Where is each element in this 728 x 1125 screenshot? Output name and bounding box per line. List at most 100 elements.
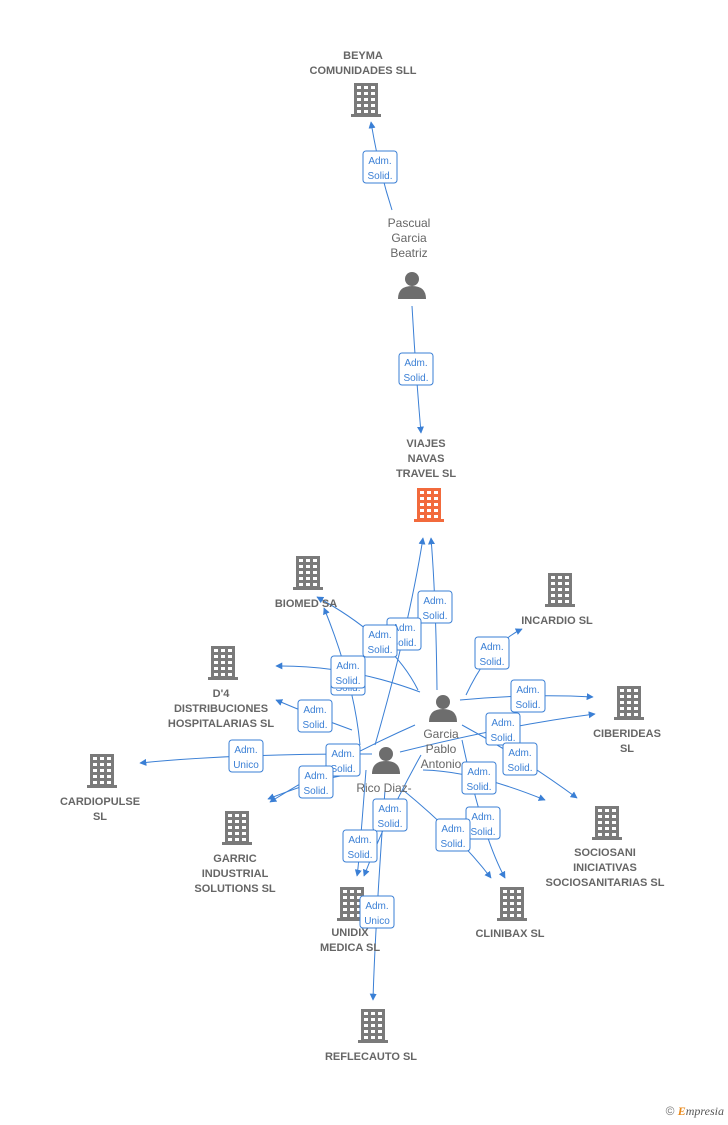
node-label-ciberideas: CIBERIDEAS [593,728,661,740]
node-label-garric: INDUSTRIAL [202,868,269,880]
relation-label-rico-unidix[interactable]: Adm.Solid. [342,829,378,863]
relation-label-box [435,818,471,852]
building-icon [592,806,622,840]
relation-label-text: Solid. [330,764,355,775]
building-icon [414,488,444,522]
node-label-cardiopulse: CARDIOPULSE [60,796,140,808]
relation-label-box [325,743,361,777]
node-label-biomed: BIOMED SA [275,598,337,610]
node-beyma[interactable]: BEYMA COMUNIDADES SLL [310,50,417,117]
node-label-pascual: Pascual [388,216,431,230]
node-ciberideas[interactable]: CIBERIDEAS SL [593,686,661,755]
relation-label-text: Solid. [479,657,504,668]
relation-label-text: Unico [233,760,259,771]
relation-label-garciapablo-sociosani[interactable]: Adm.Solid. [502,742,538,776]
building-icon [614,686,644,720]
node-reflecauto[interactable]: REFLECAUTO SL [325,1009,417,1063]
footer-brand[interactable]: © Empresia [666,1104,724,1119]
relation-label-rico-sociosani[interactable]: Adm.Solid. [461,761,497,795]
relation-label-pascual-viajes[interactable]: Adm. Solid. [398,352,434,386]
node-label-beyma: COMUNIDADES SLL [310,65,417,77]
relation-label-pascual-beyma[interactable]: Adm.Solid. [362,150,398,184]
relation-label-garciapablo-ciberideas[interactable]: Adm.Solid. [510,679,546,713]
node-label-ciberideas: SL [620,743,634,755]
relation-label-text: Adm. [404,358,427,369]
relation-label-garciapablo-garric[interactable]: Adm.Solid. [325,743,361,777]
node-label-garciapablo: Pablo [426,742,457,756]
node-label-viajes: NAVAS [408,453,445,465]
relation-label-text: Solid. [470,827,495,838]
person-icon [429,695,457,722]
relation-label-text: Solid. [515,700,540,711]
relation-label-text: Solid. [403,373,428,384]
relation-label-text: Adm. [392,623,415,634]
relation-label-box [297,699,333,733]
building-icon [358,1009,388,1043]
relation-label-rico-d4[interactable]: Adm.Solid. [297,699,333,733]
node-label-sociosani: SOCIOSANITARIAS SL [546,877,665,889]
relation-label-text: Solid. [440,839,465,850]
node-cardiopulse[interactable]: CARDIOPULSE SL [60,754,140,823]
relation-label-text: Adm. [423,596,446,607]
relation-label-box [330,655,366,689]
node-incardio[interactable]: INCARDIO SL [521,573,593,627]
relation-label-garciapablo-biomed[interactable]: Adm.Solid. [362,624,398,658]
node-label-garciapablo: Antonio [421,757,462,771]
relation-label-box [228,739,264,773]
relation-label-rico-ciberideas[interactable]: Adm.Solid. [485,712,521,746]
node-rico[interactable]: Rico Diaz-R [356,747,412,825]
relation-label-box [417,590,453,624]
relation-label-rico-reflecauto[interactable]: Adm.Unico [359,895,395,929]
node-label-rico: Rico Diaz- [356,781,411,795]
relation-label-text: Adm. [491,718,514,729]
node-label-garciapablo: Garcia [423,727,459,741]
relation-label-text: Adm. [365,901,388,912]
person-icon [398,272,426,299]
node-label-garric: SOLUTIONS SL [194,883,276,895]
relation-label-text: Adm. [348,835,371,846]
relation-label-text: Adm. [508,748,531,759]
relation-label-garciapablo-d4[interactable]: Adm.Solid. [330,655,366,689]
relation-label-text: Solid. [466,782,491,793]
relation-label-text: Solid. [302,720,327,731]
relation-label-text: Adm. [234,745,257,756]
node-viajes[interactable]: VIAJES NAVAS TRAVEL SL [396,438,456,522]
relation-label-box [342,829,378,863]
relation-label-rico-cardiopulse[interactable]: Adm. Unico [228,739,264,773]
relation-label-box [359,895,395,929]
node-label-pascual: Beatriz [390,246,427,260]
building-icon [87,754,117,788]
node-label-reflecauto: REFLECAUTO SL [325,1051,417,1063]
node-clinibax[interactable]: CLINIBAX SL [475,887,545,940]
relation-label-text: Solid. [422,611,447,622]
relation-label-garciapablo-incardio[interactable]: Adm.Solid. [474,636,510,670]
node-label-beyma: BEYMA [343,50,383,62]
relation-label-box [362,624,398,658]
relation-label-box [398,352,434,386]
copyright-symbol: © [665,1104,675,1118]
node-label-viajes: VIAJES [406,438,445,450]
relation-label-garciapablo-unidix[interactable]: Adm.Solid. [372,798,408,832]
relation-label-text: Adm. [471,812,494,823]
node-label-cardiopulse: SL [93,811,107,823]
person-icon [372,747,400,774]
relation-label-rico-clinibax[interactable]: Adm.Solid. [435,818,471,852]
node-label-garric: GARRIC [213,853,256,865]
relation-label-text: Adm. [368,156,391,167]
node-biomed[interactable]: BIOMED SA [275,556,337,610]
node-label-viajes: TRAVEL SL [396,468,456,480]
relation-label-text: Solid. [335,676,360,687]
node-garric[interactable]: GARRIC INDUSTRIAL SOLUTIONS SL [194,811,276,895]
relation-labels-layer: Adm.Solid.Adm.Solid.Adm.Solid.Adm.Solid.… [228,150,546,929]
brand-logo: Empresia [677,1104,724,1118]
relation-label-rico-garric[interactable]: Adm.Solid. [298,765,334,799]
relation-label-garciapablo-clinibax[interactable]: Adm. Solid. [465,806,501,840]
relation-label-garciapablo-viajes[interactable]: Adm. Solid. [417,590,453,624]
